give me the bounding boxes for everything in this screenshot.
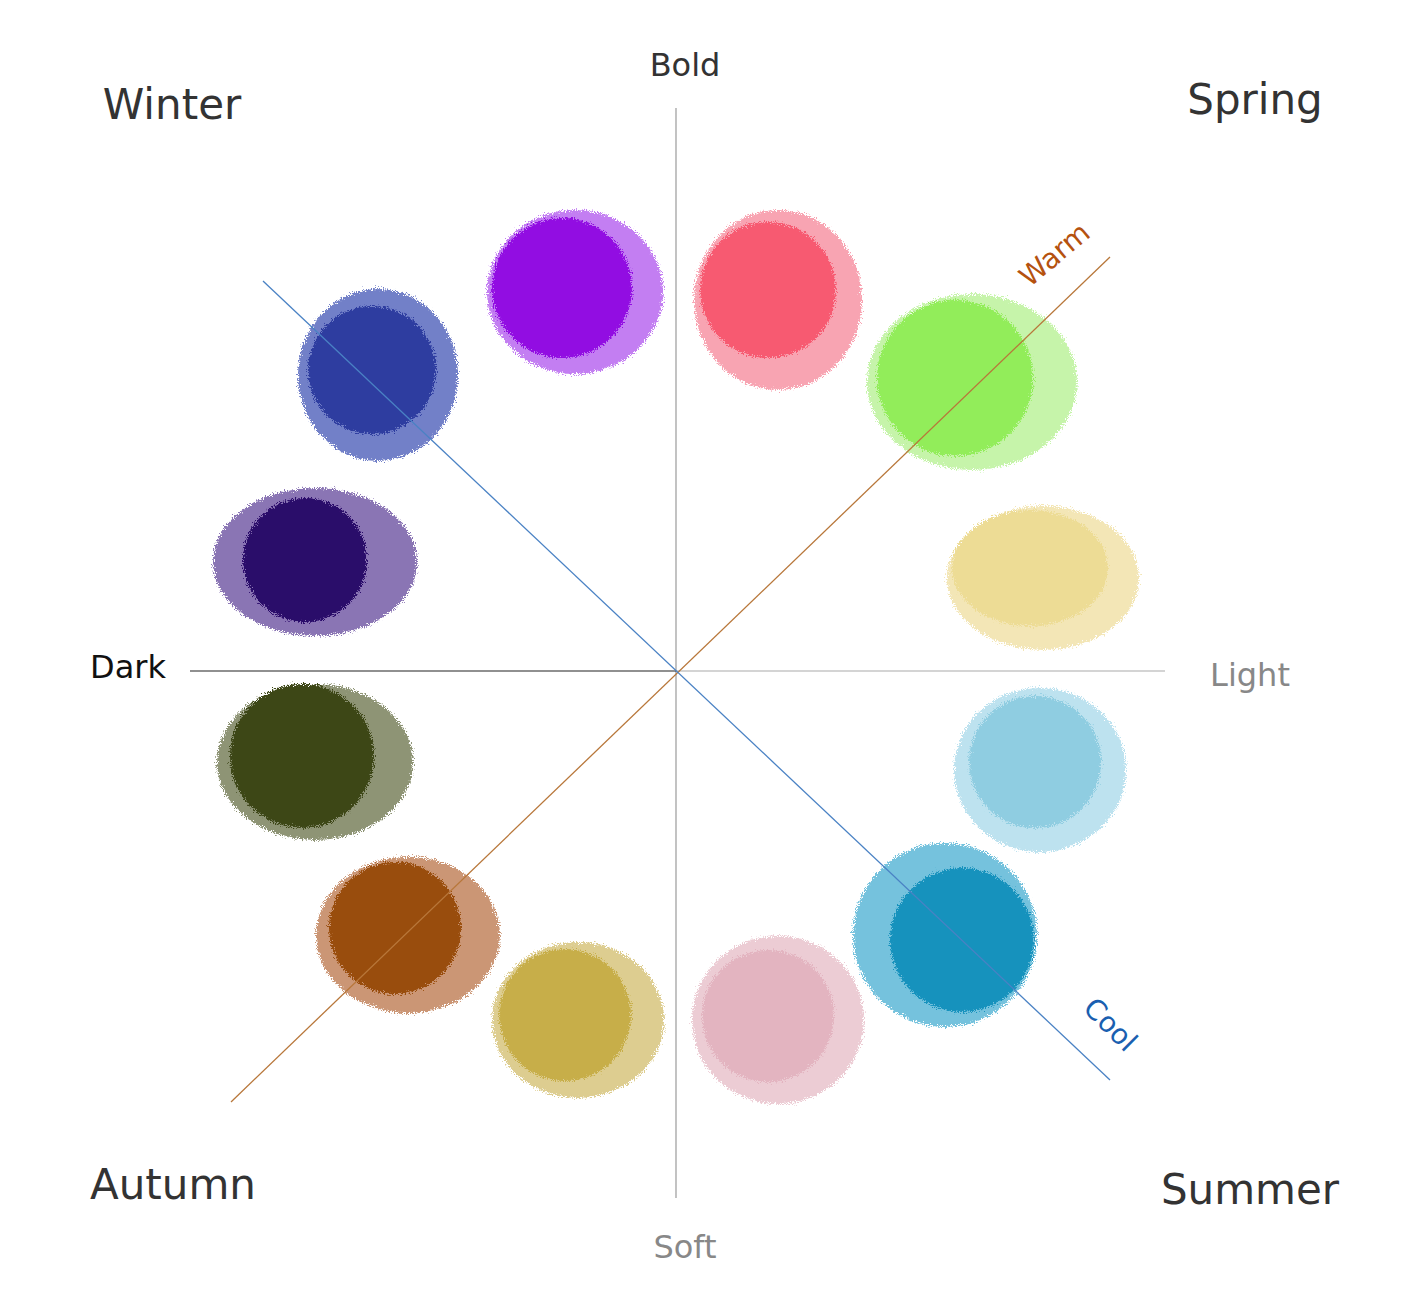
paint-blob [243, 498, 367, 622]
axis-label: Soft [653, 1231, 716, 1263]
paint-blob [947, 506, 1139, 650]
paint-blob [329, 862, 461, 994]
paint-blob [694, 210, 862, 390]
axis-label: Light [1210, 659, 1290, 691]
paint-blob [952, 510, 1108, 626]
dark-axis [190, 670, 676, 671]
light-axis [676, 670, 1165, 671]
season-label: Winter [103, 84, 241, 126]
paint-blob [954, 688, 1126, 852]
paint-blob [867, 294, 1077, 470]
season-label: Spring [1187, 79, 1323, 121]
paint-blob [316, 857, 500, 1013]
paint-blob [492, 218, 632, 358]
axis-label: Dark [90, 651, 166, 683]
axis-label: Bold [650, 49, 721, 81]
paint-blob [230, 684, 374, 828]
warm-label: Warm [1015, 218, 1095, 292]
paint-blob [213, 488, 417, 636]
paint-blob [700, 222, 836, 358]
paint-blob [969, 696, 1101, 828]
paint-blob [492, 942, 664, 1098]
warm-axis [231, 257, 1110, 1102]
cool-axis [263, 281, 1110, 1080]
axes [190, 108, 1165, 1198]
paint-blob [217, 684, 413, 840]
paint-blob [853, 843, 1037, 1027]
paint-blob [308, 306, 436, 434]
paint-blob [692, 936, 864, 1104]
season-label: Summer [1161, 1169, 1339, 1211]
bold-soft-axis [675, 108, 676, 1198]
cool-label: Cool [1078, 993, 1141, 1056]
paint-blob [298, 289, 458, 461]
paint-blob [499, 949, 631, 1081]
paint-blob [877, 300, 1033, 456]
paint-blob [702, 950, 834, 1082]
season-label: Autumn [90, 1164, 256, 1206]
paint-blob [487, 210, 663, 374]
